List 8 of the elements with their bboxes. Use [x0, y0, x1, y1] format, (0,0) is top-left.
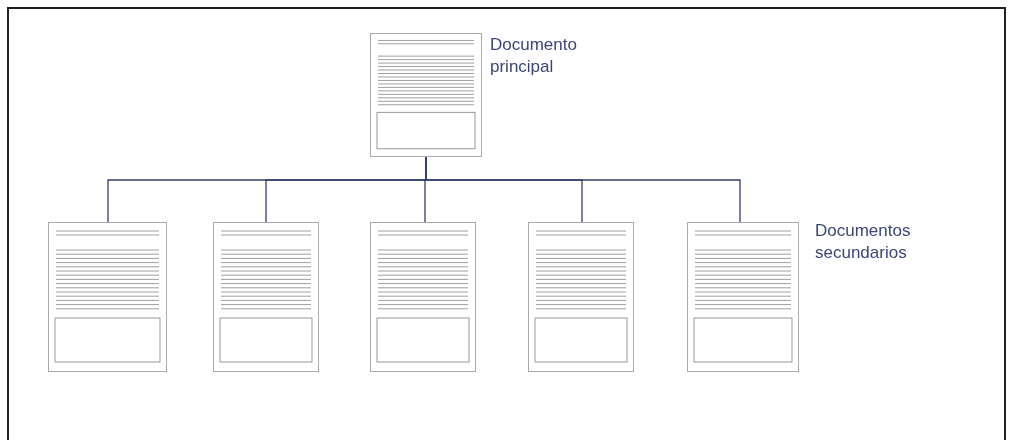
document-drawing — [528, 222, 634, 372]
document-drawing — [370, 222, 476, 372]
document-drawing — [687, 222, 799, 372]
document-drawing — [370, 33, 482, 157]
group-caption: Documentos secundarios — [815, 220, 912, 264]
document-drawing — [213, 222, 319, 372]
document-drawing — [48, 222, 167, 372]
document-caption: Documento principal — [490, 34, 578, 78]
